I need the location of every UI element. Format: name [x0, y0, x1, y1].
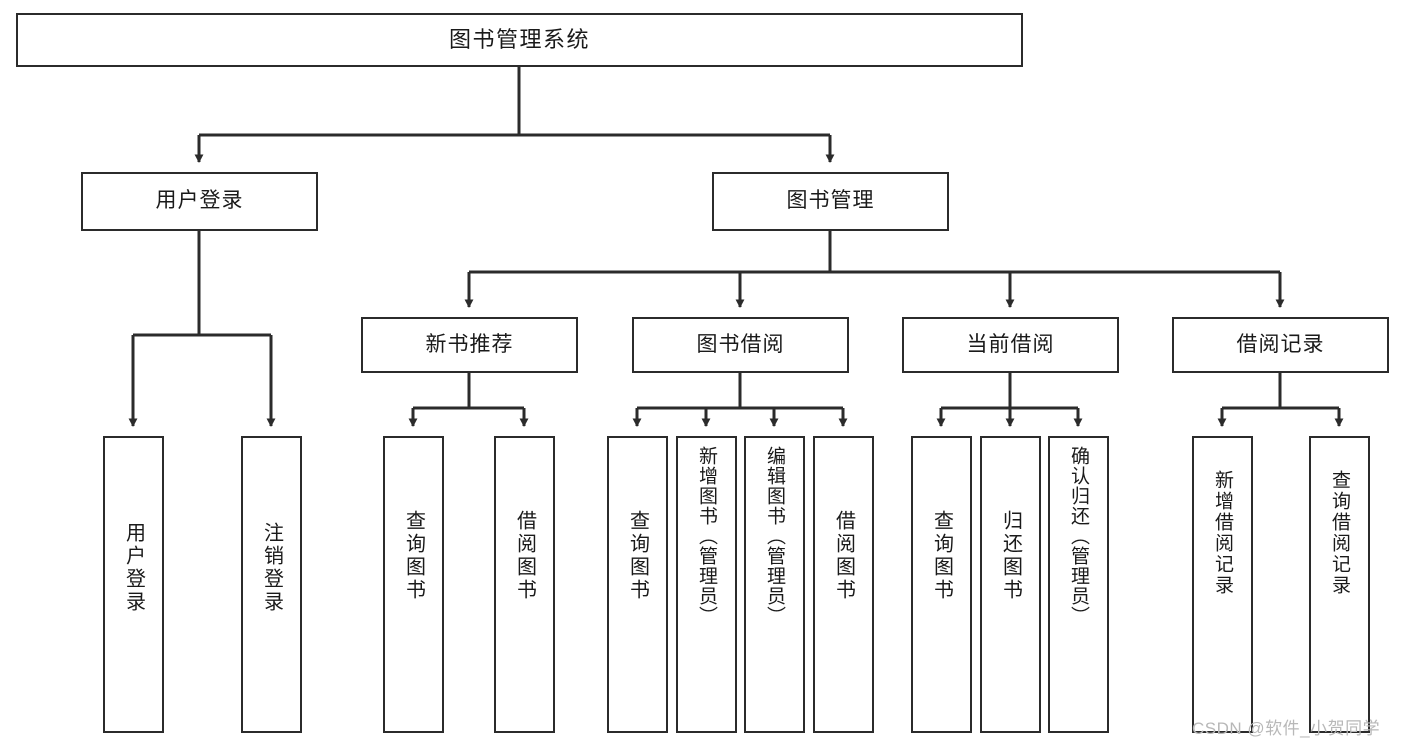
- node-label: 图书管理系统: [448, 27, 590, 53]
- node-borrow-record[interactable]: 借阅记录: [1172, 317, 1389, 373]
- csdn-watermark: CSDN @软件_小贺同学: [1192, 719, 1381, 738]
- node-label: 注销登录: [260, 522, 283, 614]
- leaf-book-borrow-search[interactable]: 查询图书: [607, 436, 668, 733]
- node-label: 查询图书: [402, 510, 425, 602]
- node-label: 查询借阅记录: [1329, 470, 1350, 596]
- node-label: 图书借阅: [696, 332, 785, 356]
- node-label: 查询图书: [626, 510, 649, 602]
- leaf-borrow-record-add[interactable]: 新增借阅记录: [1192, 436, 1253, 733]
- node-label: 借阅图书: [513, 510, 536, 602]
- leaf-borrow-record-search[interactable]: 查询借阅记录: [1309, 436, 1370, 733]
- node-label: 新书推荐: [425, 332, 514, 356]
- node-label: 借阅图书: [832, 510, 855, 602]
- node-label: 图书管理: [786, 189, 875, 213]
- node-label: 归还图书: [999, 510, 1022, 602]
- node-root-system[interactable]: 图书管理系统: [16, 13, 1023, 67]
- node-label: 确认归还（管理员）: [1068, 446, 1089, 626]
- node-book-management[interactable]: 图书管理: [712, 172, 949, 231]
- leaf-new-book-search[interactable]: 查询图书: [383, 436, 444, 733]
- leaf-user-login-login[interactable]: 用户登录: [103, 436, 164, 733]
- leaf-new-book-borrow[interactable]: 借阅图书: [494, 436, 555, 733]
- node-new-book-recommend[interactable]: 新书推荐: [361, 317, 578, 373]
- leaf-current-borrow-confirm-return[interactable]: 确认归还（管理员）: [1048, 436, 1109, 733]
- leaf-book-borrow-edit[interactable]: 编辑图书（管理员）: [744, 436, 805, 733]
- node-label: 当前借阅: [966, 332, 1055, 356]
- node-label: 新增借阅记录: [1212, 470, 1233, 596]
- node-label: 用户登录: [155, 189, 244, 213]
- leaf-current-borrow-search[interactable]: 查询图书: [911, 436, 972, 733]
- leaf-book-borrow-borrow[interactable]: 借阅图书: [813, 436, 874, 733]
- node-label: 借阅记录: [1236, 332, 1325, 356]
- node-current-borrow[interactable]: 当前借阅: [902, 317, 1119, 373]
- node-book-borrow[interactable]: 图书借阅: [632, 317, 849, 373]
- node-label: 编辑图书（管理员）: [764, 446, 785, 626]
- node-label: 新增图书（管理员）: [696, 446, 717, 626]
- leaf-book-borrow-add[interactable]: 新增图书（管理员）: [676, 436, 737, 733]
- leaf-current-borrow-return[interactable]: 归还图书: [980, 436, 1041, 733]
- leaf-user-login-logout[interactable]: 注销登录: [241, 436, 302, 733]
- node-user-login[interactable]: 用户登录: [81, 172, 318, 231]
- node-label: 用户登录: [122, 522, 145, 614]
- node-label: 查询图书: [930, 510, 953, 602]
